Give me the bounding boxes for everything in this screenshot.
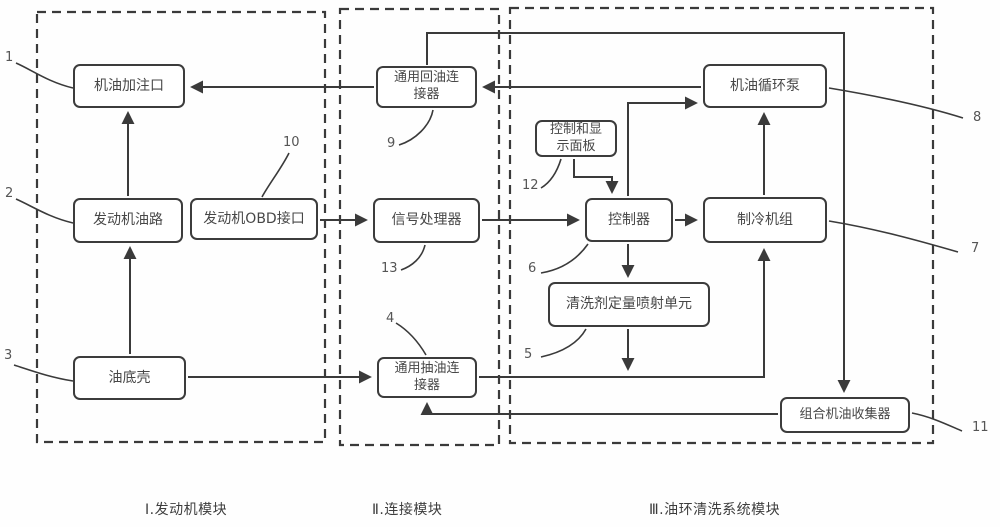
ref-label-5: 5 [524,347,533,362]
ref-label-3: 3 [4,348,13,363]
box-oil-pan: 油底壳 [73,356,186,400]
leader-ref-6 [540,243,589,274]
leader-ref-13 [400,244,426,271]
arrow-suction-connector-to-refrigeration-unit [479,248,771,378]
ref-label-11: 11 [972,420,989,435]
leader-ref-5 [540,328,587,358]
box-control-display-panel: 控制和显示面板 [535,120,617,157]
arrow-oil-collector-to-suction-connector [420,402,778,416]
arrow-panel-to-controller [573,159,619,194]
box-oil-filler: 机油加注口 [73,64,185,108]
box-engine-obd-port: 发动机OBD接口 [190,198,318,240]
leader-ref-3 [13,364,74,382]
leader-ref-10 [261,152,290,198]
ref-label-10: 10 [283,135,300,150]
box-detergent-injection-unit: 清洗剂定量喷射单元 [548,282,710,327]
leader-ref-12 [540,158,562,189]
leader-ref-9 [398,109,434,146]
box-controller: 控制器 [585,198,673,242]
box-refrigeration-unit: 制冷机组 [703,197,827,243]
ref-label-12: 12 [522,178,539,193]
box-combined-oil-collector: 组合机油收集器 [780,397,910,433]
caption-module-engine: Ⅰ.发动机模块 [145,502,228,518]
caption-module-cleaning-system: Ⅲ.油环清洗系统模块 [649,502,781,518]
box-universal-suction-connector: 通用抽油连接器 [377,357,477,398]
leader-ref-2 [15,198,74,224]
ref-label-1: 1 [5,50,14,65]
box-oil-circulation-pump: 机油循环泵 [703,64,827,108]
box-universal-return-connector: 通用回油连接器 [376,66,477,108]
box-engine-oil-circuit: 发动机油路 [73,198,183,243]
arrow-return-connector-to-oil-collector [426,32,851,393]
leader-ref-4 [395,322,427,356]
module-frame-cleaning-system [508,6,935,445]
ref-label-8: 8 [973,110,982,125]
ref-label-13: 13 [381,261,398,276]
ref-label-6: 6 [528,261,537,276]
module-frame-engine [35,10,327,444]
leader-ref-8 [828,87,964,119]
module-frame-connection [338,7,501,447]
caption-module-connection: Ⅱ.连接模块 [372,502,443,518]
leader-ref-1 [15,62,74,89]
ref-label-4: 4 [386,311,395,326]
ref-label-7: 7 [971,241,980,256]
box-signal-processor: 信号处理器 [373,198,480,243]
ref-label-2: 2 [5,186,14,201]
arrow-controller-to-pump [627,96,698,196]
ref-label-9: 9 [387,136,396,151]
leader-ref-7 [828,220,959,253]
leader-ref-11 [911,412,963,432]
